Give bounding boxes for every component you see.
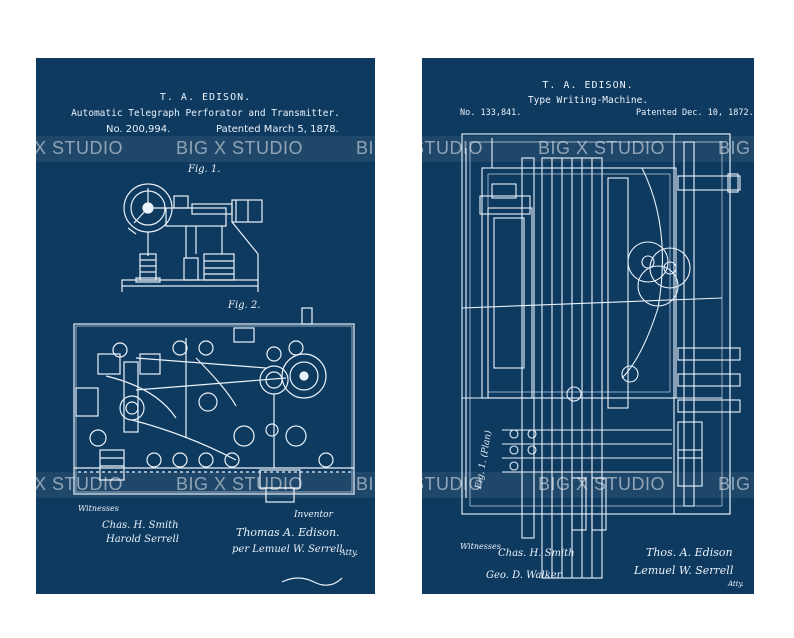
left-witnesses-label: Witnesses (78, 504, 119, 513)
left-patent-print: T. A. EDISON. Automatic Telegraph Perfor… (36, 58, 375, 594)
left-fig2-label: Fig. 2. (228, 300, 261, 311)
right-patent-date: Patented Dec. 10, 1872. (636, 108, 754, 118)
left-inventor-heading: T. A. EDISON. (159, 92, 252, 103)
right-attorney: Lemuel W. Serrell (634, 564, 734, 577)
fig2-board (73, 307, 355, 503)
right-inventor-heading: T. A. EDISON. (542, 80, 634, 91)
right-patent-print: T. A. EDISON. Type Writing-Machine. No. … (422, 58, 754, 594)
left-witness-1: Chas. H. Smith (102, 520, 179, 531)
watermark-fragment: IG (2, 474, 23, 494)
left-fig1-label: Fig. 1. (188, 164, 221, 175)
left-witness-2: Harold Serrell (106, 534, 179, 545)
left-patent-number: No. 200,994. (106, 124, 171, 135)
right-witness-2: Geo. D. Walker (486, 570, 562, 581)
left-attorney-suffix: Atty. (340, 548, 359, 557)
right-witness-1: Chas. H. Smith (498, 548, 575, 559)
right-patent-title: Type Writing-Machine. (527, 95, 649, 106)
typewriter-drawing (461, 133, 741, 579)
right-witnesses-label: Witnesses (460, 542, 501, 551)
right-signature: Thos. A. Edison (646, 546, 733, 559)
right-patent-number: No. 133,841. (460, 108, 522, 118)
left-patent-date: Patented March 5, 1878. (216, 124, 339, 135)
fig1-machine (121, 183, 263, 292)
watermark-fragment: IG (2, 138, 23, 158)
left-attorney: per Lemuel W. Serrell (232, 544, 343, 555)
left-signature: Thomas A. Edison. (236, 526, 340, 539)
right-attorney-suffix: Atty. (728, 580, 744, 588)
left-inventor-label: Inventor (294, 510, 333, 520)
perforator-drawing (73, 183, 355, 586)
left-patent-title: Automatic Telegraph Perforator and Trans… (71, 108, 340, 119)
